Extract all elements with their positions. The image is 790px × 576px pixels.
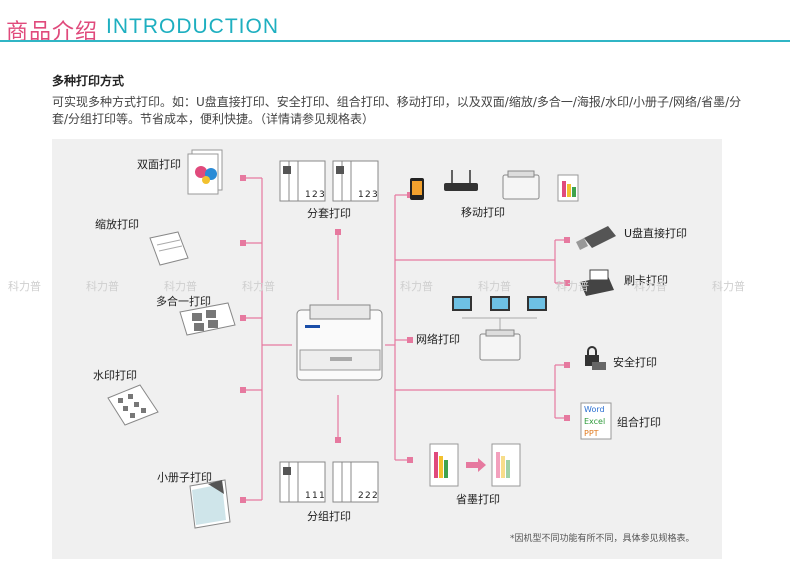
booklet-print-label: 小册子打印 bbox=[157, 471, 212, 484]
collate-pages-icon bbox=[279, 160, 379, 202]
collate-digit: 3 bbox=[372, 190, 378, 200]
diagram-panel bbox=[52, 139, 722, 559]
network-printer-icon bbox=[479, 329, 521, 361]
group-digit: 1 bbox=[305, 491, 311, 501]
mobile-phone-icon bbox=[410, 178, 424, 200]
eco-before-icon bbox=[429, 443, 459, 487]
collate-digit: 2 bbox=[312, 190, 318, 200]
nup-document-icon bbox=[179, 302, 236, 336]
lock-icon bbox=[585, 346, 606, 370]
duplex-print-label: 双面打印 bbox=[137, 158, 181, 171]
connector-lines bbox=[243, 177, 567, 501]
group-print-label: 分组打印 bbox=[307, 510, 351, 523]
nup-print-label: 多合一打印 bbox=[156, 295, 211, 308]
collate-digit: 2 bbox=[365, 190, 371, 200]
network-computers-icon bbox=[452, 296, 547, 330]
watermark-text: 科力普 bbox=[478, 280, 511, 293]
group-digit: 2 bbox=[365, 491, 371, 501]
collate-digit: 3 bbox=[319, 190, 325, 200]
usb-print-label: U盘直接打印 bbox=[624, 227, 688, 240]
group-digit: 2 bbox=[372, 491, 378, 501]
group-pages-icon bbox=[279, 461, 379, 503]
card-print-label: 刷卡打印 bbox=[624, 274, 668, 287]
watermark-text: 科力普 bbox=[712, 280, 745, 293]
watermark-text: 科力普 bbox=[8, 280, 41, 293]
combo-word-label: Word bbox=[584, 405, 605, 414]
section-description: 可实现多种方式打印。如：U盘直接打印、安全打印、组合打印、移动打印，以及双面/缩… bbox=[52, 95, 742, 126]
footnote: *因机型不同功能有所不同，具体参见规格表。 bbox=[510, 534, 695, 544]
collate-print-label: 分套打印 bbox=[307, 207, 351, 220]
section-title: 多种打印方式 bbox=[52, 74, 125, 88]
mobile-output-icon bbox=[557, 174, 579, 202]
network-print-label: 网络打印 bbox=[416, 333, 460, 346]
duplex-document-icon bbox=[187, 149, 223, 195]
usb-drive-icon bbox=[576, 226, 616, 250]
combo-excel-label: Excel bbox=[584, 417, 606, 426]
watermark-document-icon bbox=[107, 384, 159, 426]
combo-ppt-label: PPT bbox=[584, 429, 599, 438]
collate-digit: 1 bbox=[358, 190, 364, 200]
header-divider bbox=[0, 40, 790, 42]
mobile-printer-icon bbox=[502, 170, 540, 200]
watermark-text: 科力普 bbox=[242, 280, 275, 293]
central-printer-icon bbox=[296, 304, 383, 381]
card-reader-icon bbox=[580, 269, 614, 296]
secure-print-label: 安全打印 bbox=[613, 356, 657, 369]
zoom-print-label: 缩放打印 bbox=[95, 218, 139, 231]
watermark-text: 科力普 bbox=[634, 280, 667, 293]
combo-print-label: 组合打印 bbox=[617, 416, 661, 429]
watermark-text: 科力普 bbox=[400, 280, 433, 293]
watermark-text: 科力普 bbox=[556, 280, 589, 293]
zoom-document-icon bbox=[149, 231, 189, 266]
eco-after-icon bbox=[491, 443, 521, 487]
mobile-print-label: 移动打印 bbox=[461, 206, 505, 219]
group-digit: 2 bbox=[358, 491, 364, 501]
collate-digit: 1 bbox=[305, 190, 311, 200]
eco-arrow-icon bbox=[466, 458, 486, 472]
booklet-document-icon bbox=[189, 479, 231, 529]
watermark-text: 科力普 bbox=[164, 280, 197, 293]
router-icon bbox=[444, 170, 478, 191]
eco-print-label: 省墨打印 bbox=[456, 493, 500, 506]
watermark-print-label: 水印打印 bbox=[93, 369, 137, 382]
combo-document-icon bbox=[580, 402, 612, 440]
group-digit: 1 bbox=[312, 491, 318, 501]
header-title-en: INTRODUCTION bbox=[106, 15, 279, 38]
watermark-text: 科力普 bbox=[86, 280, 119, 293]
group-digit: 1 bbox=[319, 491, 325, 501]
